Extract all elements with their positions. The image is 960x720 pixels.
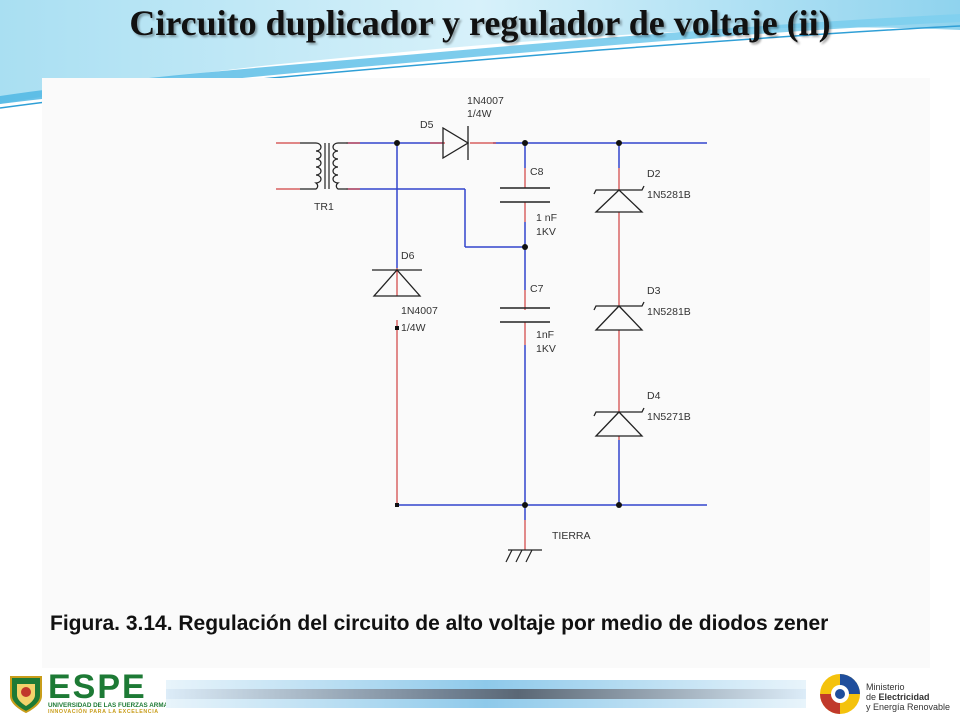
ministry-line1: Ministerio: [866, 682, 905, 692]
wires: [348, 142, 707, 520]
label-tr1: TR1: [314, 201, 334, 213]
footer-stripe-decoration: [166, 680, 806, 708]
capacitor-c8: [500, 187, 550, 203]
zener-d2: [593, 185, 645, 213]
espe-subtitle: UNIVERSIDAD DE LAS FUERZAS ARMADAS: [48, 702, 182, 709]
ministry-line2-bold: Electricidad: [878, 692, 930, 702]
espe-motto: INNOVACIÓN PARA LA EXCELENCIA: [48, 709, 159, 715]
zener-d4: [593, 407, 645, 437]
label-c7-value: 1nF: [536, 329, 554, 341]
component-labels: TR1 D5 1N4007 1/4W D6 1N4007 1/4W C8 1 n…: [314, 95, 691, 542]
label-d6-part: 1N4007: [401, 305, 438, 317]
circuit-schematic: TR1 D5 1N4007 1/4W D6 1N4007 1/4W C8 1 n…: [276, 95, 707, 563]
label-d5-rating: 1/4W: [467, 108, 492, 120]
slide-title: Circuito duplicador y regulador de volta…: [129, 3, 831, 43]
label-d2-part: 1N5281B: [647, 189, 691, 201]
label-c8-ref: C8: [530, 166, 544, 178]
ministry-line2-prefix: de: [866, 692, 879, 702]
label-c7-ref: C7: [530, 283, 544, 295]
ministry-name: Ministerio de Electricidad y Energía Ren…: [866, 682, 950, 712]
ministry-logo: Ministerio de Electricidad y Energía Ren…: [818, 672, 952, 716]
espe-shield-icon: [10, 676, 42, 714]
ministry-line3: y Energía Renovable: [866, 702, 951, 712]
label-d6-rating: 1/4W: [401, 322, 426, 334]
figure-panel: TR1 D5 1N4007 1/4W D6 1N4007 1/4W C8 1 n…: [42, 78, 930, 678]
label-d4-ref: D4: [647, 390, 661, 402]
diode-d6: [372, 269, 422, 297]
pin-stubs: [276, 142, 620, 550]
label-ground: TIERRA: [552, 530, 591, 542]
ground-symbol: [505, 549, 542, 563]
figure-caption: Figura. 3.14. Regulación del circuito de…: [50, 612, 829, 635]
junction-dots: [394, 140, 622, 508]
transformer-tr1: [300, 142, 348, 190]
espe-wordmark: ESPE: [48, 668, 147, 706]
capacitor-c7: [500, 307, 550, 323]
label-d5-part: 1N4007: [467, 95, 504, 107]
ministry-line2: de Electricidad: [866, 692, 950, 702]
ministry-emblem-icon: [820, 674, 860, 714]
label-d6-ref: D6: [401, 250, 415, 262]
label-d3-part: 1N5281B: [647, 306, 691, 318]
label-d2-ref: D2: [647, 168, 661, 180]
label-d3-ref: D3: [647, 285, 661, 297]
zener-d3: [593, 301, 645, 331]
label-d4-part: 1N5271B: [647, 411, 691, 423]
label-c7-voltage: 1KV: [536, 343, 556, 355]
label-c8-voltage: 1KV: [536, 226, 556, 238]
label-c8-value: 1 nF: [536, 212, 557, 224]
label-d5-ref: D5: [420, 119, 434, 131]
diode-d5: [442, 126, 470, 160]
espe-logo: ESPE UNIVERSIDAD DE LAS FUERZAS ARMADAS …: [6, 668, 181, 716]
